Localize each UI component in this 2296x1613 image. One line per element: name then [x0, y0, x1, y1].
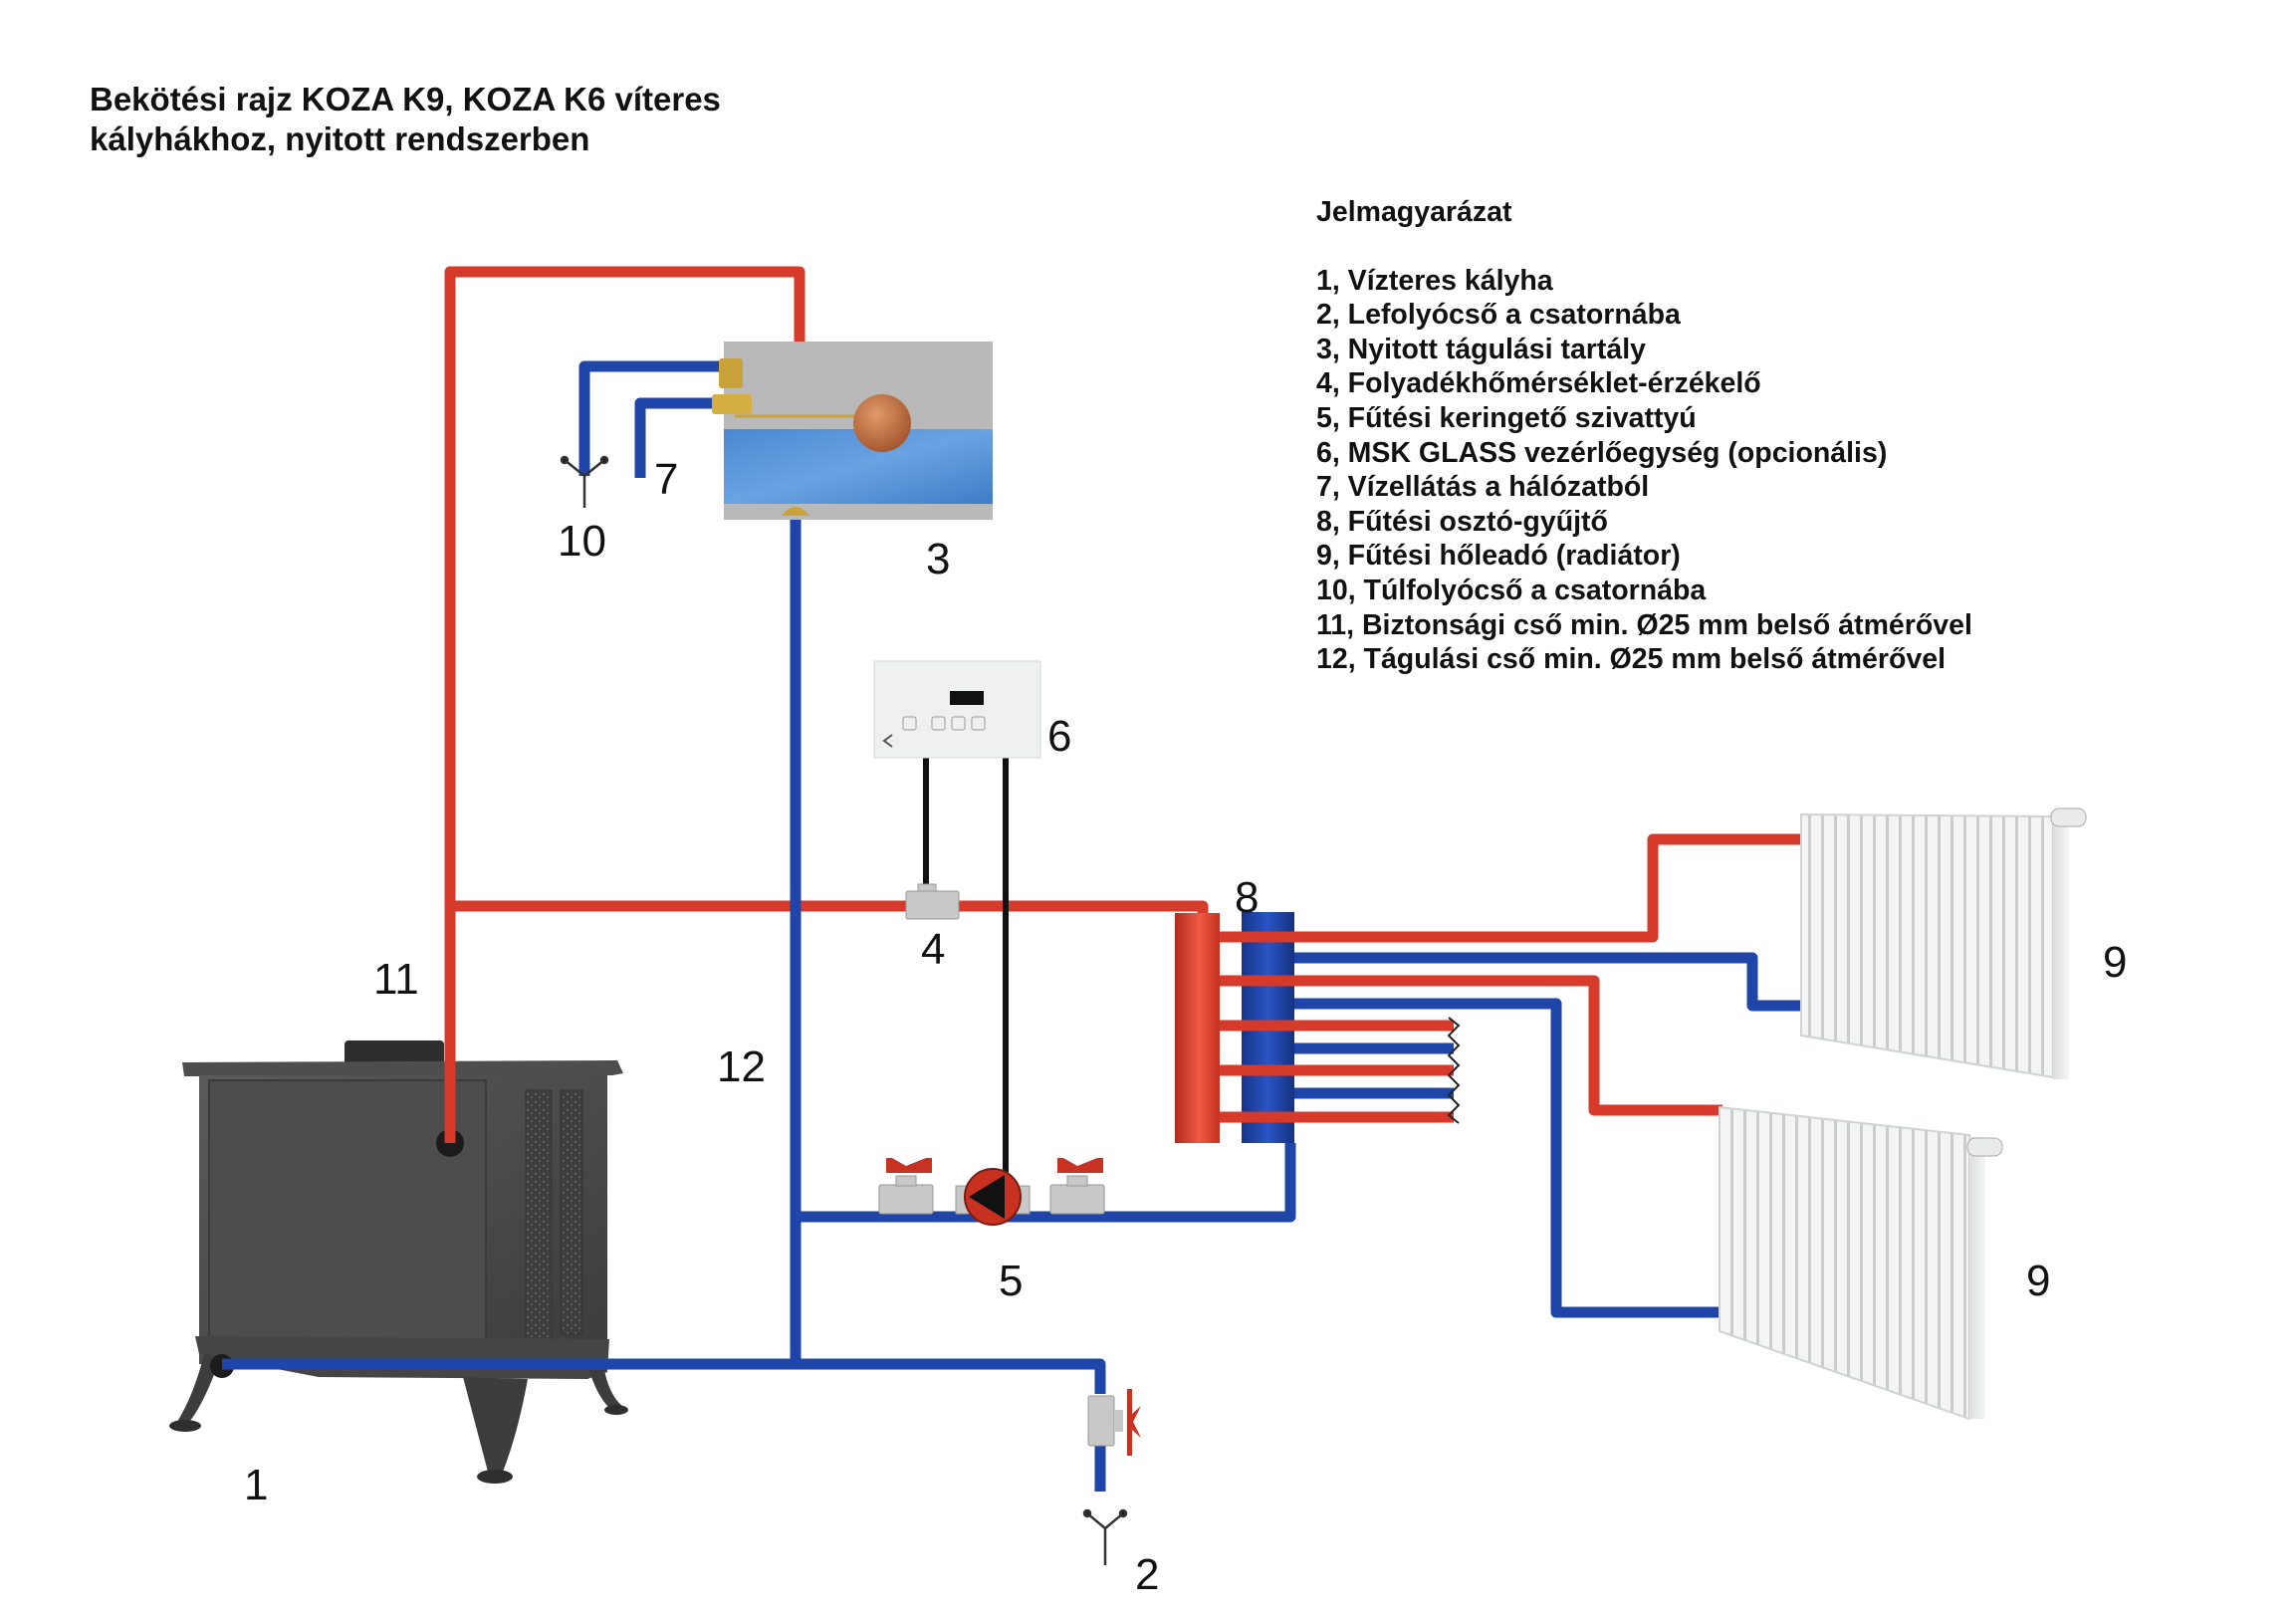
callout-expansion-pipe: 12 [717, 1042, 766, 1091]
drain-valve-handle [1127, 1389, 1141, 1456]
legend: Jelmagyarázat 1, Vízteres kályha 2, Lefo… [1316, 195, 1972, 677]
stove-foot [604, 1405, 628, 1415]
legend-item: 9, Fűtési hőleadó (radiátor) [1316, 540, 1681, 573]
flow-pipe-to-manifold [450, 900, 1209, 921]
sensor-body [905, 890, 960, 920]
manifold-flow [1175, 913, 1220, 1143]
radiator-bottom [1719, 1105, 2003, 1421]
legend-item: 11, Biztonsági cső min. Ø25 mm belső átm… [1316, 608, 1972, 641]
legend-item: 8, Fűtési osztó-gyűjtő [1316, 505, 1608, 538]
callout-water-supply: 7 [654, 455, 679, 504]
callout-pump: 5 [999, 1257, 1024, 1305]
return-pipe-pump [796, 1143, 1296, 1223]
pump-assembly [878, 1158, 1105, 1226]
return-pipe-radiator-bottom [1294, 998, 1722, 1318]
back-arrow-icon [882, 734, 893, 748]
legend-heading: Jelmagyarázat [1316, 196, 1512, 228]
controller-button[interactable] [951, 716, 966, 731]
thermostat-valve [2050, 807, 2087, 827]
return-pipe-stove [222, 1358, 1106, 1394]
stove-leg [463, 1377, 528, 1472]
supply-pipe-7 [634, 397, 724, 478]
drain-valve-body [1087, 1395, 1115, 1447]
radiator-panel [1719, 1105, 1970, 1421]
legend-item: 10, Túlfolyócső a csatornába [1316, 574, 1707, 606]
pipe-break-icon [1447, 1017, 1461, 1124]
callout-radiator-top: 9 [2103, 938, 2128, 987]
controller-button[interactable] [931, 716, 946, 731]
stove-side-panel [525, 1089, 553, 1345]
ball-valve-left [878, 1184, 934, 1215]
controller-display [950, 691, 984, 705]
controller [873, 660, 1041, 1177]
callout-sensor: 4 [921, 925, 946, 974]
expansion-tank [712, 342, 993, 520]
stove-foot [477, 1470, 513, 1484]
flow-pipe-radiator-bottom [1220, 975, 1722, 1116]
valve-handle-right [1057, 1158, 1103, 1173]
cold-pipes [222, 360, 1802, 1492]
return-pipe-radiator-top [1294, 952, 1802, 1012]
stove-foot [169, 1420, 201, 1432]
title-line-1: Bekötési rajz KOZA K9, KOZA K6 víteres [90, 81, 721, 117]
radiator-panel [1800, 812, 2054, 1079]
callout-controller: 6 [1047, 712, 1072, 761]
safety-pipe-11 [444, 266, 805, 1143]
callout-tank: 3 [926, 535, 951, 583]
drain-funnel-icon [1082, 1508, 1128, 1565]
tank-water [724, 429, 993, 504]
callout-overflow: 10 [558, 517, 606, 566]
controller-body [873, 660, 1041, 759]
stove-base [195, 1336, 609, 1379]
callout-stove: 1 [244, 1461, 269, 1509]
stove-leg [587, 1359, 622, 1408]
legend-item: 7, Vízellátás a hálózatból [1316, 471, 1650, 504]
float-ball [853, 394, 911, 452]
radiator-top [1800, 807, 2087, 1079]
legend-item: 2, Lefolyócső a csatornába [1316, 299, 1681, 332]
controller-button[interactable] [971, 716, 986, 731]
stove-front-panel [208, 1079, 487, 1360]
title-line-2: kályhákhoz, nyitott rendszerben [90, 120, 590, 157]
flow-pipe-radiator-top [1220, 833, 1802, 943]
callout-drain: 2 [1135, 1550, 1160, 1599]
float-valve-fitting [712, 394, 752, 414]
callout-safety-pipe: 11 [373, 955, 419, 1004]
temperature-sensor [905, 883, 960, 920]
valve-handle-left [886, 1158, 932, 1173]
thermostat-valve [1966, 1137, 2003, 1157]
callout-radiator-bottom: 9 [2026, 1257, 2051, 1305]
pump-direction-icon [969, 1175, 1005, 1219]
legend-item: 1, Vízteres kályha [1316, 264, 1553, 297]
overflow-drain-icon [560, 455, 609, 508]
stove-side-panel [560, 1089, 583, 1335]
page-title: Bekötési rajz KOZA K9, KOZA K6 víteres k… [90, 80, 721, 159]
overflow-fitting [719, 358, 743, 388]
manifold [1175, 912, 1294, 1143]
ball-valve-right [1049, 1184, 1105, 1215]
legend-item: 5, Fűtési keringető szivattyú [1316, 401, 1697, 434]
legend-item: 3, Nyitott tágulási tartály [1316, 333, 1646, 365]
stove-top [182, 1060, 623, 1076]
legend-item: 6, MSK GLASS vezérlőegység (opcionális) [1316, 436, 1888, 469]
legend-item: 4, Folyadékhőmérséklet-érzékelő [1316, 367, 1761, 400]
stove-leg [177, 1354, 221, 1422]
legend-item: 12, Tágulási cső min. Ø25 mm belső átmér… [1316, 643, 1946, 676]
drain-valve [1087, 1389, 1141, 1456]
callout-manifold: 8 [1235, 873, 1260, 922]
stove [169, 1040, 628, 1484]
controller-button[interactable] [902, 716, 917, 731]
tank-outlet-fitting [782, 507, 809, 516]
overflow-pipe-10 [578, 360, 724, 476]
